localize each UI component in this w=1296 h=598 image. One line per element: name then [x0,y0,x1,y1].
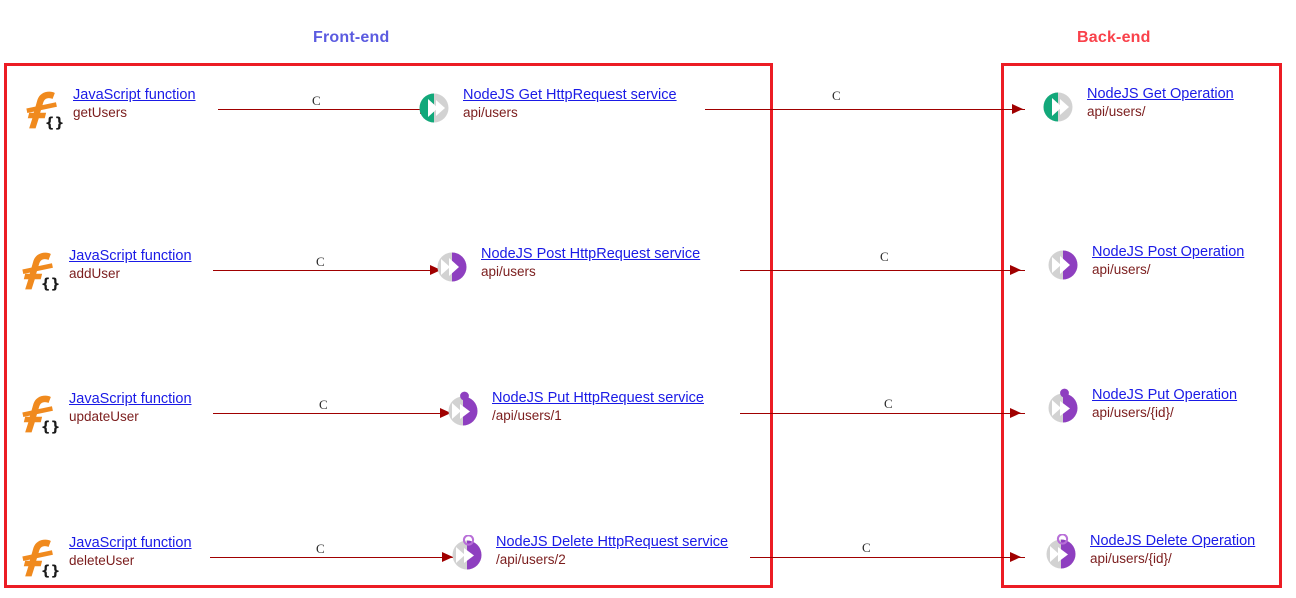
connector-arrow [1012,104,1023,114]
node-nodejs-get-operation[interactable]: NodeJS Get Operation api/users/ [1038,86,1234,127]
connector-arrow [1010,265,1021,275]
connector-label: C [880,249,889,264]
node-nodejs-post-service[interactable]: NodeJS Post HttpRequest service api/user… [432,246,701,287]
node-title[interactable]: NodeJS Put Operation [1092,387,1238,403]
frontend-zone-box [4,63,773,588]
connector-line [740,413,1025,414]
connector-line [740,270,1025,271]
node-title[interactable]: NodeJS Delete Operation [1090,533,1256,549]
node-nodejs-get-service[interactable]: NodeJS Get HttpRequest service api/users [414,87,677,128]
node-title[interactable]: JavaScript function [73,87,196,103]
node-js-function-updateuser[interactable]: JavaScript function updateUser [16,391,192,436]
node-title[interactable]: JavaScript function [69,248,192,264]
frontend-zone-title: Front-end [313,29,390,46]
node-title[interactable]: NodeJS Put HttpRequest service [492,390,704,406]
connector-line [213,413,453,414]
connector-line [213,270,443,271]
node-title[interactable]: NodeJS Delete HttpRequest service [496,534,729,550]
node-title[interactable]: NodeJS Get HttpRequest service [463,87,677,103]
connector-arrow [1010,408,1021,418]
node-subtitle: api/users/{id}/ [1090,550,1172,566]
javascript-function-icon [20,88,65,132]
node-nodejs-delete-operation[interactable]: NodeJS Delete Operation api/users/{id}/ [1041,533,1256,574]
node-subtitle: api/users [463,104,518,120]
connector-label: C [832,88,841,103]
connector-line [750,557,1025,558]
node-nodejs-put-service[interactable]: NodeJS Put HttpRequest service /api/user… [443,390,704,431]
node-title[interactable]: NodeJS Post Operation [1092,244,1245,260]
node-js-function-deleteuser[interactable]: JavaScript function deleteUser [16,535,192,580]
javascript-function-icon [16,536,61,580]
nodejs-get-operation-icon [1038,87,1078,127]
javascript-function-icon [16,249,61,293]
node-subtitle: addUser [69,265,121,281]
connector-line [218,109,433,110]
connector-line [705,109,1025,110]
node-title[interactable]: JavaScript function [69,535,192,551]
nodejs-put-operation-icon [1043,388,1083,428]
node-nodejs-post-operation[interactable]: NodeJS Post Operation api/users/ [1043,244,1245,285]
node-subtitle: api/users [481,263,536,279]
nodejs-post-operation-icon [1043,245,1083,285]
backend-zone-box [1001,63,1282,588]
node-title[interactable]: NodeJS Post HttpRequest service [481,246,701,262]
connector-label: C [312,93,321,108]
node-subtitle: getUsers [73,104,128,120]
node-subtitle: api/users/{id}/ [1092,404,1174,420]
node-js-function-adduser[interactable]: JavaScript function addUser [16,248,192,293]
backend-zone-title: Back-end [1077,29,1151,46]
connector-label: C [316,541,325,556]
nodejs-delete-service-icon [447,534,487,575]
node-subtitle: updateUser [69,408,139,424]
connector-arrow [1010,552,1021,562]
node-title[interactable]: JavaScript function [69,391,192,407]
node-subtitle: api/users/ [1087,103,1146,119]
connector-arrow [430,265,441,275]
node-subtitle: /api/users/2 [496,551,566,567]
javascript-function-icon [16,392,61,436]
connector-arrow [440,408,451,418]
connector-arrow [442,552,453,562]
nodejs-post-service-icon [432,247,472,287]
connector-label: C [862,540,871,555]
node-subtitle: api/users/ [1092,261,1151,277]
node-js-function-getusers[interactable]: JavaScript function getUsers [20,87,196,132]
node-nodejs-put-operation[interactable]: NodeJS Put Operation api/users/{id}/ [1043,387,1238,428]
nodejs-get-service-icon [414,88,454,128]
node-subtitle: /api/users/1 [492,407,562,423]
connector-label: C [316,254,325,269]
nodejs-delete-operation-icon [1041,533,1081,574]
node-subtitle: deleteUser [69,552,135,568]
connector-label: C [319,397,328,412]
node-nodejs-delete-service[interactable]: NodeJS Delete HttpRequest service /api/u… [447,534,729,575]
node-title[interactable]: NodeJS Get Operation [1087,86,1234,102]
nodejs-put-service-icon [443,391,483,431]
connector-label: C [884,396,893,411]
connector-line [210,557,455,558]
